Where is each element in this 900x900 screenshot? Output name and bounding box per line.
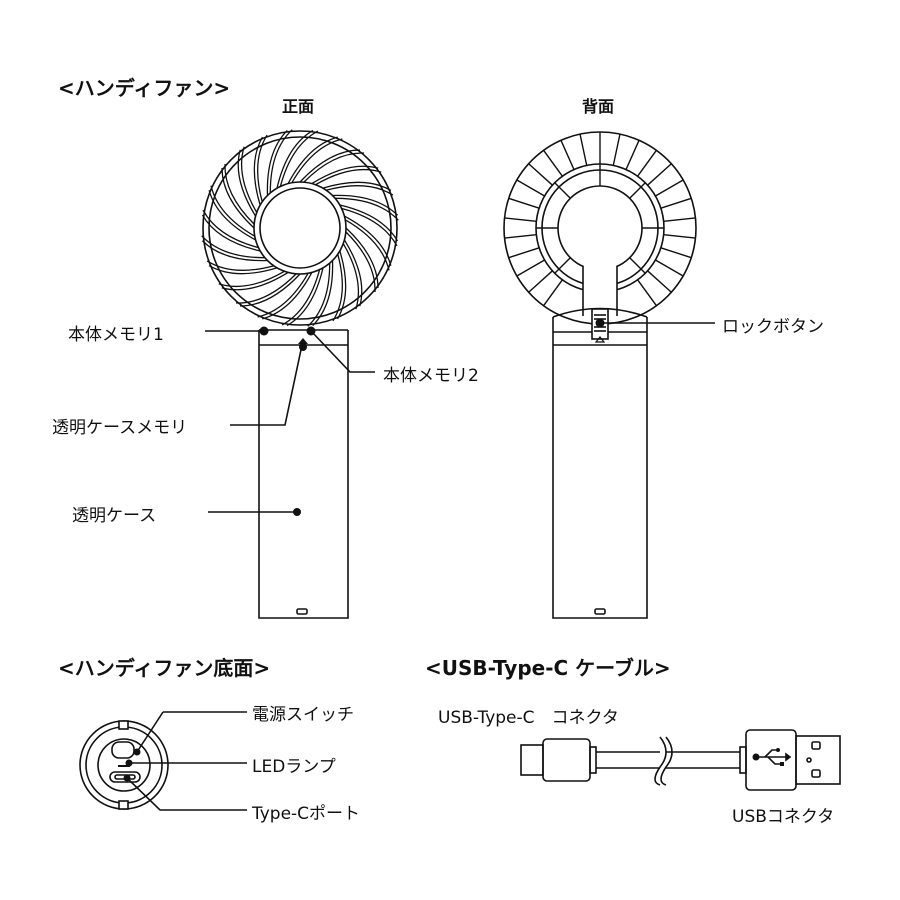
fan-section-title: <ハンディファン>: [58, 76, 231, 100]
front-fan-handle: [258, 329, 349, 619]
bottom-view: [79, 711, 247, 811]
callout-dots: [123, 318, 784, 782]
front-callout-lines: [205, 330, 375, 513]
front-fan-head: [201, 129, 399, 327]
back-view-label: 背面: [582, 97, 615, 116]
callout-usb-connector: USBコネクタ: [732, 807, 835, 827]
callout-case: 透明ケース: [72, 506, 157, 526]
callout-lock-button: ロックボタン: [722, 317, 824, 337]
callout-type-c-connector: USB-Type-C コネクタ: [438, 708, 619, 728]
bottom-section-title: <ハンディファン底面>: [58, 656, 271, 680]
callout-case-mark: 透明ケースメモリ: [52, 418, 188, 438]
usb-cable: [520, 729, 841, 791]
cable-section-title: <USB-Type-C ケーブル>: [425, 656, 671, 680]
back-fan-handle: [552, 307, 648, 619]
callout-type-c-port: Type-Cポート: [252, 804, 361, 824]
callout-body-mark-2: 本体メモリ2: [383, 366, 479, 386]
front-view-label: 正面: [282, 97, 315, 116]
callout-power-switch: 電源スイッチ: [252, 705, 354, 725]
callout-body-mark-1: 本体メモリ1: [68, 325, 164, 345]
back-fan-head: [503, 131, 697, 325]
callout-led-lamp: LEDランプ: [252, 757, 336, 777]
